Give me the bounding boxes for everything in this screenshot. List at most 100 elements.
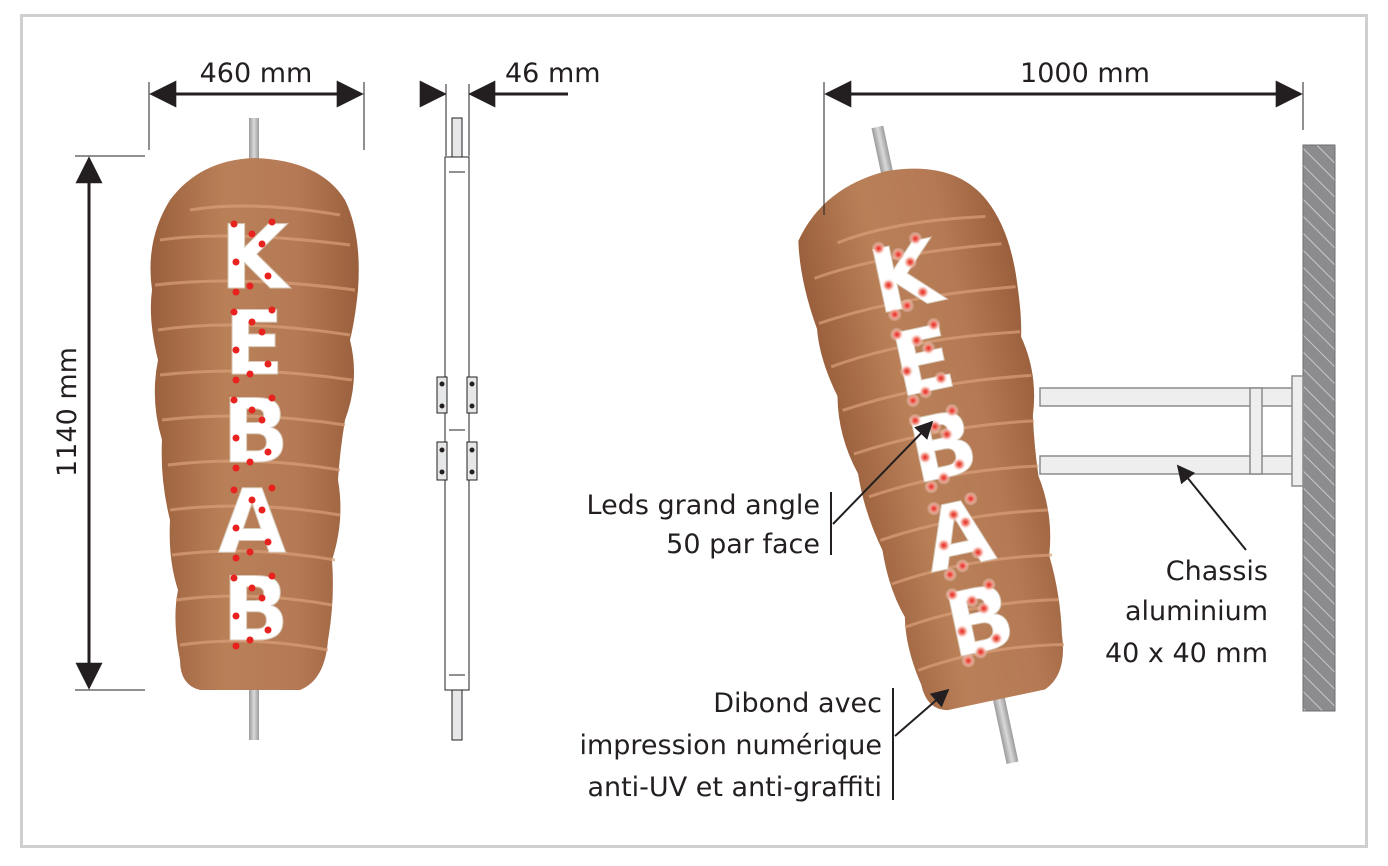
led-dot bbox=[973, 644, 988, 659]
led-dot bbox=[264, 626, 272, 634]
diagram-frame bbox=[20, 14, 1368, 848]
led-dot bbox=[871, 241, 886, 256]
dimension-projection: 1000 mm bbox=[823, 58, 1304, 215]
led-dot bbox=[955, 624, 970, 639]
side-panel bbox=[444, 156, 470, 691]
led-dot bbox=[906, 393, 921, 408]
led-dot bbox=[268, 572, 276, 580]
led-dot bbox=[939, 427, 954, 442]
led-dot bbox=[944, 403, 959, 418]
led-dot bbox=[958, 515, 973, 530]
led-dot bbox=[232, 642, 240, 650]
led-dot bbox=[964, 593, 979, 608]
led-dot bbox=[232, 376, 240, 384]
led-dot bbox=[246, 636, 254, 644]
leds-label-line1: Leds grand angle bbox=[587, 490, 821, 521]
led-dot bbox=[889, 327, 904, 342]
led-dot bbox=[258, 240, 266, 248]
led-dot bbox=[268, 484, 276, 492]
led-dot bbox=[232, 434, 240, 442]
dibond-label-line1: Dibond avec bbox=[713, 688, 882, 719]
side-bracket bbox=[436, 441, 448, 481]
callout-dibond: Dibond avec impression numérique anti-UV… bbox=[579, 688, 950, 803]
dibond-label-line3: anti-UV et anti-graffiti bbox=[587, 772, 882, 803]
led-dot bbox=[926, 501, 941, 516]
leds-label-line2: 50 par face bbox=[666, 529, 820, 560]
chassis-frame bbox=[1039, 375, 1304, 487]
led-dot bbox=[248, 318, 256, 326]
led-dot bbox=[246, 548, 254, 556]
led-dot bbox=[248, 584, 256, 592]
side-bracket bbox=[436, 376, 448, 414]
side-view bbox=[436, 117, 478, 741]
led-dot bbox=[232, 258, 240, 266]
led-dot bbox=[258, 594, 266, 602]
led-dot bbox=[943, 567, 958, 582]
led-dot bbox=[936, 538, 951, 553]
perspective-view: K E B A B bbox=[798, 125, 1065, 765]
led-dot bbox=[891, 247, 906, 262]
led-dot bbox=[909, 333, 924, 348]
led-dot bbox=[230, 308, 238, 316]
led-dot bbox=[918, 450, 933, 465]
led-dot bbox=[268, 394, 276, 402]
led-dot bbox=[248, 230, 256, 238]
led-dot bbox=[264, 538, 272, 546]
led-dot bbox=[232, 288, 240, 296]
led-dot bbox=[232, 554, 240, 562]
led-dot bbox=[258, 506, 266, 514]
led-dot bbox=[971, 545, 986, 560]
led-dot bbox=[230, 396, 238, 404]
led-dot bbox=[926, 317, 941, 332]
projection-label: 1000 mm bbox=[1020, 58, 1150, 89]
callout-leds: Leds grand angle 50 par face bbox=[587, 420, 934, 560]
led-dot bbox=[887, 307, 902, 322]
led-dot bbox=[232, 346, 240, 354]
side-bracket bbox=[466, 441, 478, 481]
dimension-thickness: 46 mm bbox=[419, 58, 601, 156]
chassis-label-line2: aluminium bbox=[1125, 596, 1268, 627]
letter-B: B bbox=[222, 558, 289, 661]
led-dot bbox=[264, 272, 272, 280]
front-letters: K E B A B bbox=[218, 206, 292, 662]
perspective-leds bbox=[871, 231, 1004, 668]
led-dot bbox=[900, 298, 915, 313]
callout-chassis: Chassis aluminium 40 x 40 mm bbox=[1105, 464, 1268, 669]
led-dot bbox=[268, 218, 276, 226]
led-dot bbox=[981, 577, 996, 592]
led-dot bbox=[946, 507, 961, 522]
led-dot bbox=[232, 464, 240, 472]
front-view: K E B A B bbox=[150, 118, 359, 740]
led-dot bbox=[945, 587, 960, 602]
dimension-width: 460 mm bbox=[148, 58, 365, 150]
led-dot bbox=[903, 255, 918, 270]
led-dot bbox=[248, 496, 256, 504]
led-dot bbox=[268, 306, 276, 314]
led-dot bbox=[230, 574, 238, 582]
led-dot bbox=[248, 406, 256, 414]
led-dot bbox=[258, 416, 266, 424]
led-dot bbox=[232, 524, 240, 532]
wall bbox=[1302, 144, 1336, 712]
led-dot bbox=[230, 220, 238, 228]
thickness-label: 46 mm bbox=[505, 58, 601, 89]
led-dot bbox=[989, 631, 1004, 646]
led-dot bbox=[924, 479, 939, 494]
chassis-label-line3: 40 x 40 mm bbox=[1105, 638, 1268, 669]
led-dot bbox=[933, 371, 948, 386]
led-dot bbox=[918, 384, 933, 399]
led-dot bbox=[246, 370, 254, 378]
height-label: 1140 mm bbox=[52, 347, 83, 477]
led-dot bbox=[881, 278, 896, 293]
led-dot bbox=[264, 448, 272, 456]
led-dot bbox=[921, 341, 936, 356]
dimension-height: 1140 mm bbox=[52, 155, 145, 691]
side-bracket bbox=[466, 376, 478, 414]
width-label: 460 mm bbox=[200, 58, 313, 89]
led-dot bbox=[258, 328, 266, 336]
letter-B: B bbox=[222, 380, 289, 483]
led-dot bbox=[961, 653, 976, 668]
led-dot bbox=[963, 491, 978, 506]
led-dot bbox=[976, 601, 991, 616]
